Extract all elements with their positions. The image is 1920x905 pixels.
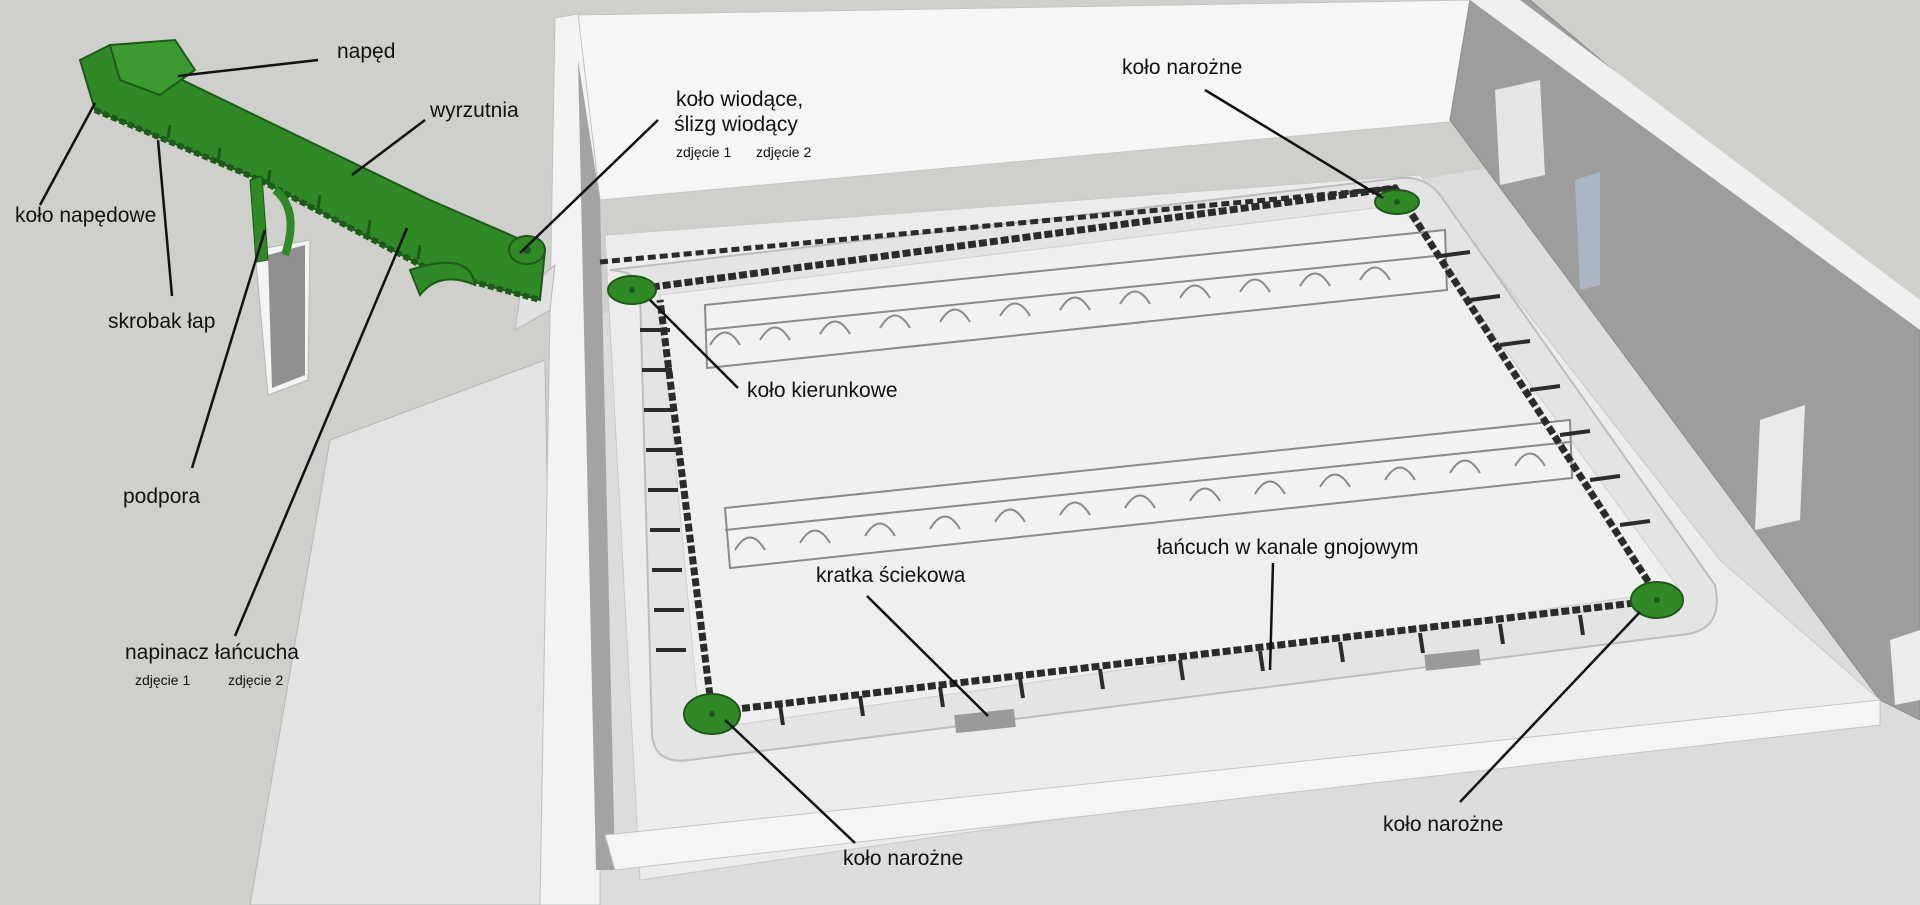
right-wall-outer [1449,0,1920,721]
label-kolo-narozne-bottom-left: koło narożne [843,847,964,870]
link-wiodace-photo-1[interactable]: zdjęcie 1 [676,144,732,160]
link-napinacz-photo-2[interactable]: zdjęcie 2 [228,672,284,688]
ground-slab [249,359,556,905]
left-wall-inner [578,60,615,870]
drain-grate-2 [1424,649,1481,671]
label-lancuch-w-kanale: łańcuch w kanale gnojowym [1157,536,1419,559]
label-kolo-wiodace-line1: koło wiodące, [676,88,804,111]
link-napinacz-photo-1[interactable]: zdjęcie 1 [135,672,191,688]
label-kolo-kierunkowe: koło kierunkowe [747,379,898,402]
right-door-1 [1495,80,1545,185]
corner-wheel-icon [683,693,741,735]
label-kolo-wiodace-line2: ślizg wiodący [674,113,798,136]
label-napinacz-lancucha: napinacz łańcucha [125,641,299,664]
corner-wheel-icon [1374,189,1420,215]
label-naped: napęd [337,40,396,63]
label-kratka-sciekowa: kratka ściekowa [816,564,966,587]
stall-row-bottom [723,418,1574,570]
right-door-4 [1890,630,1920,705]
label-kolo-narozne-top: koło narożne [1122,56,1243,79]
drain-grate-1 [954,708,1016,734]
drive-wheel-icon [508,235,546,265]
stall-row-top [703,228,1449,370]
corner-wheel-icon [1630,581,1684,619]
leader-lines [38,58,1641,844]
link-wiodace-photo-2[interactable]: zdjęcie 2 [756,144,812,160]
right-wall-top [1470,0,1920,330]
label-kolo-narozne-bottom-right: koło narożne [1383,813,1504,836]
label-podpora: podpora [123,485,201,508]
right-door-3 [1755,405,1805,530]
floor-front-edge [604,699,1881,871]
label-kolo-napedowe: koło napędowe [15,204,157,227]
label-skrobak-lap: skrobak łap [108,310,216,333]
right-door-2 [1575,172,1600,290]
discharge-elevator [78,38,556,396]
label-wyrzutnia: wyrzutnia [430,99,519,122]
corner-wheel-icon [607,275,657,305]
